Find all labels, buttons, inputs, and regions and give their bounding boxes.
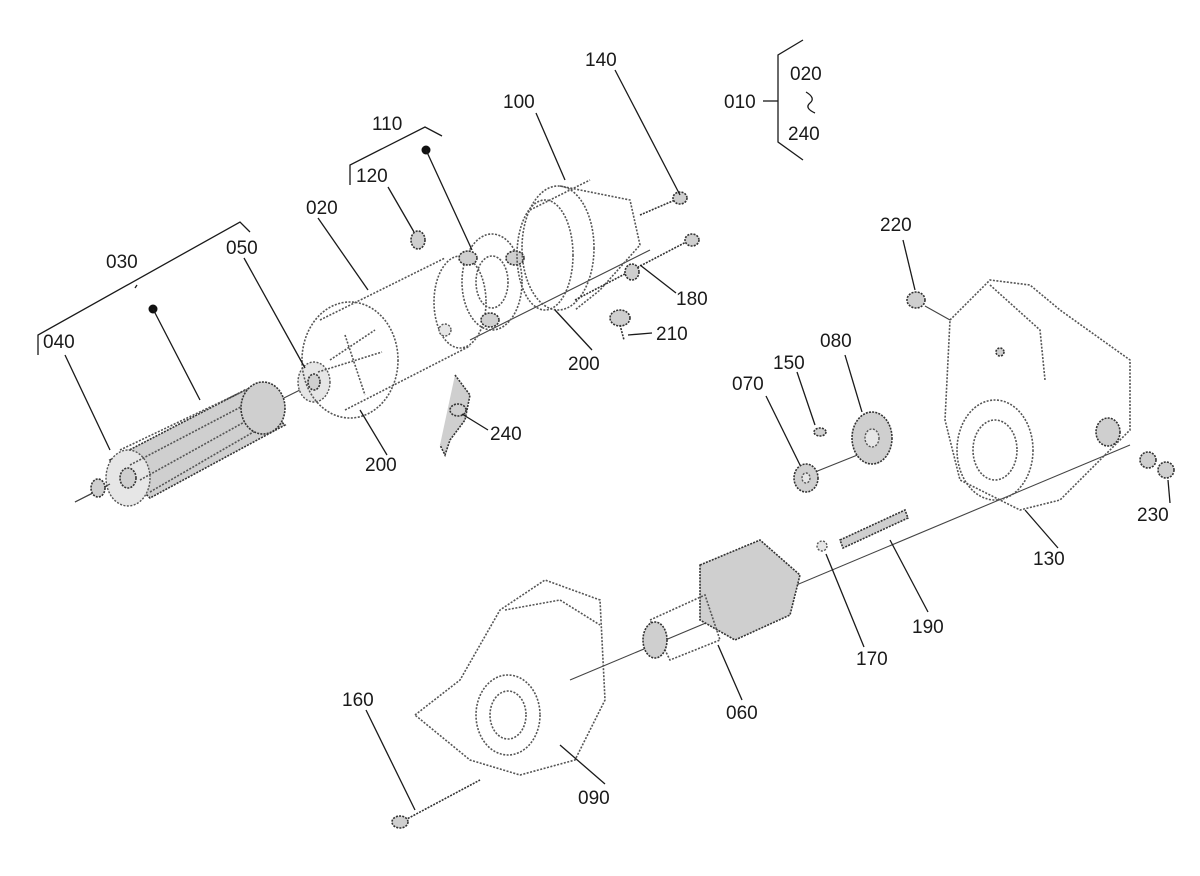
label-130: 130 bbox=[1033, 549, 1065, 570]
label-200-lower: 200 bbox=[365, 455, 397, 476]
label-020: 020 bbox=[306, 198, 338, 219]
label-140: 140 bbox=[585, 50, 617, 71]
label-110: 110 bbox=[372, 114, 402, 135]
label-030: 030 bbox=[106, 252, 138, 273]
label-220: 220 bbox=[880, 215, 912, 236]
label-230: 230 bbox=[1137, 505, 1169, 526]
through-bolt-parts bbox=[574, 191, 700, 301]
assembly-axis-lines bbox=[74, 249, 1131, 681]
front-housing-part bbox=[413, 579, 606, 776]
overrunning-clutch-part bbox=[642, 539, 801, 662]
rear-cover-part bbox=[516, 179, 641, 311]
part-labels: 010 020 240 110 100 140 120 020 030 050 … bbox=[43, 50, 1169, 809]
nut-and-washer-parts bbox=[906, 291, 1175, 479]
brush-lead-part bbox=[439, 374, 471, 458]
label-100: 100 bbox=[503, 92, 535, 113]
yoke-housing-part bbox=[301, 255, 487, 419]
label-190: 190 bbox=[912, 617, 944, 638]
label-240-group: 240 bbox=[788, 124, 820, 145]
label-020-group: 020 bbox=[790, 64, 822, 85]
screw-part bbox=[609, 309, 631, 341]
label-160: 160 bbox=[342, 690, 374, 711]
label-150: 150 bbox=[773, 353, 805, 374]
label-070: 070 bbox=[732, 374, 764, 395]
leader-lines bbox=[64, 69, 1171, 811]
label-200-upper: 200 bbox=[568, 354, 600, 375]
group-brackets bbox=[37, 39, 816, 355]
label-170: 170 bbox=[856, 649, 888, 670]
label-120: 120 bbox=[356, 166, 388, 187]
label-050: 050 bbox=[226, 238, 258, 259]
label-040: 040 bbox=[43, 332, 75, 353]
label-080: 080 bbox=[820, 331, 852, 352]
label-180: 180 bbox=[676, 289, 708, 310]
brush-holder-part bbox=[410, 230, 525, 331]
label-090: 090 bbox=[578, 788, 610, 809]
long-bolt-part bbox=[391, 779, 481, 829]
label-240: 240 bbox=[490, 424, 522, 445]
label-210: 210 bbox=[656, 324, 688, 345]
reduction-gear-parts bbox=[793, 411, 893, 493]
label-010: 010 bbox=[724, 92, 756, 113]
label-060: 060 bbox=[726, 703, 758, 724]
drive-end-housing-part bbox=[944, 279, 1131, 511]
spring-and-ball-parts bbox=[816, 508, 910, 552]
armature-part bbox=[74, 361, 331, 507]
